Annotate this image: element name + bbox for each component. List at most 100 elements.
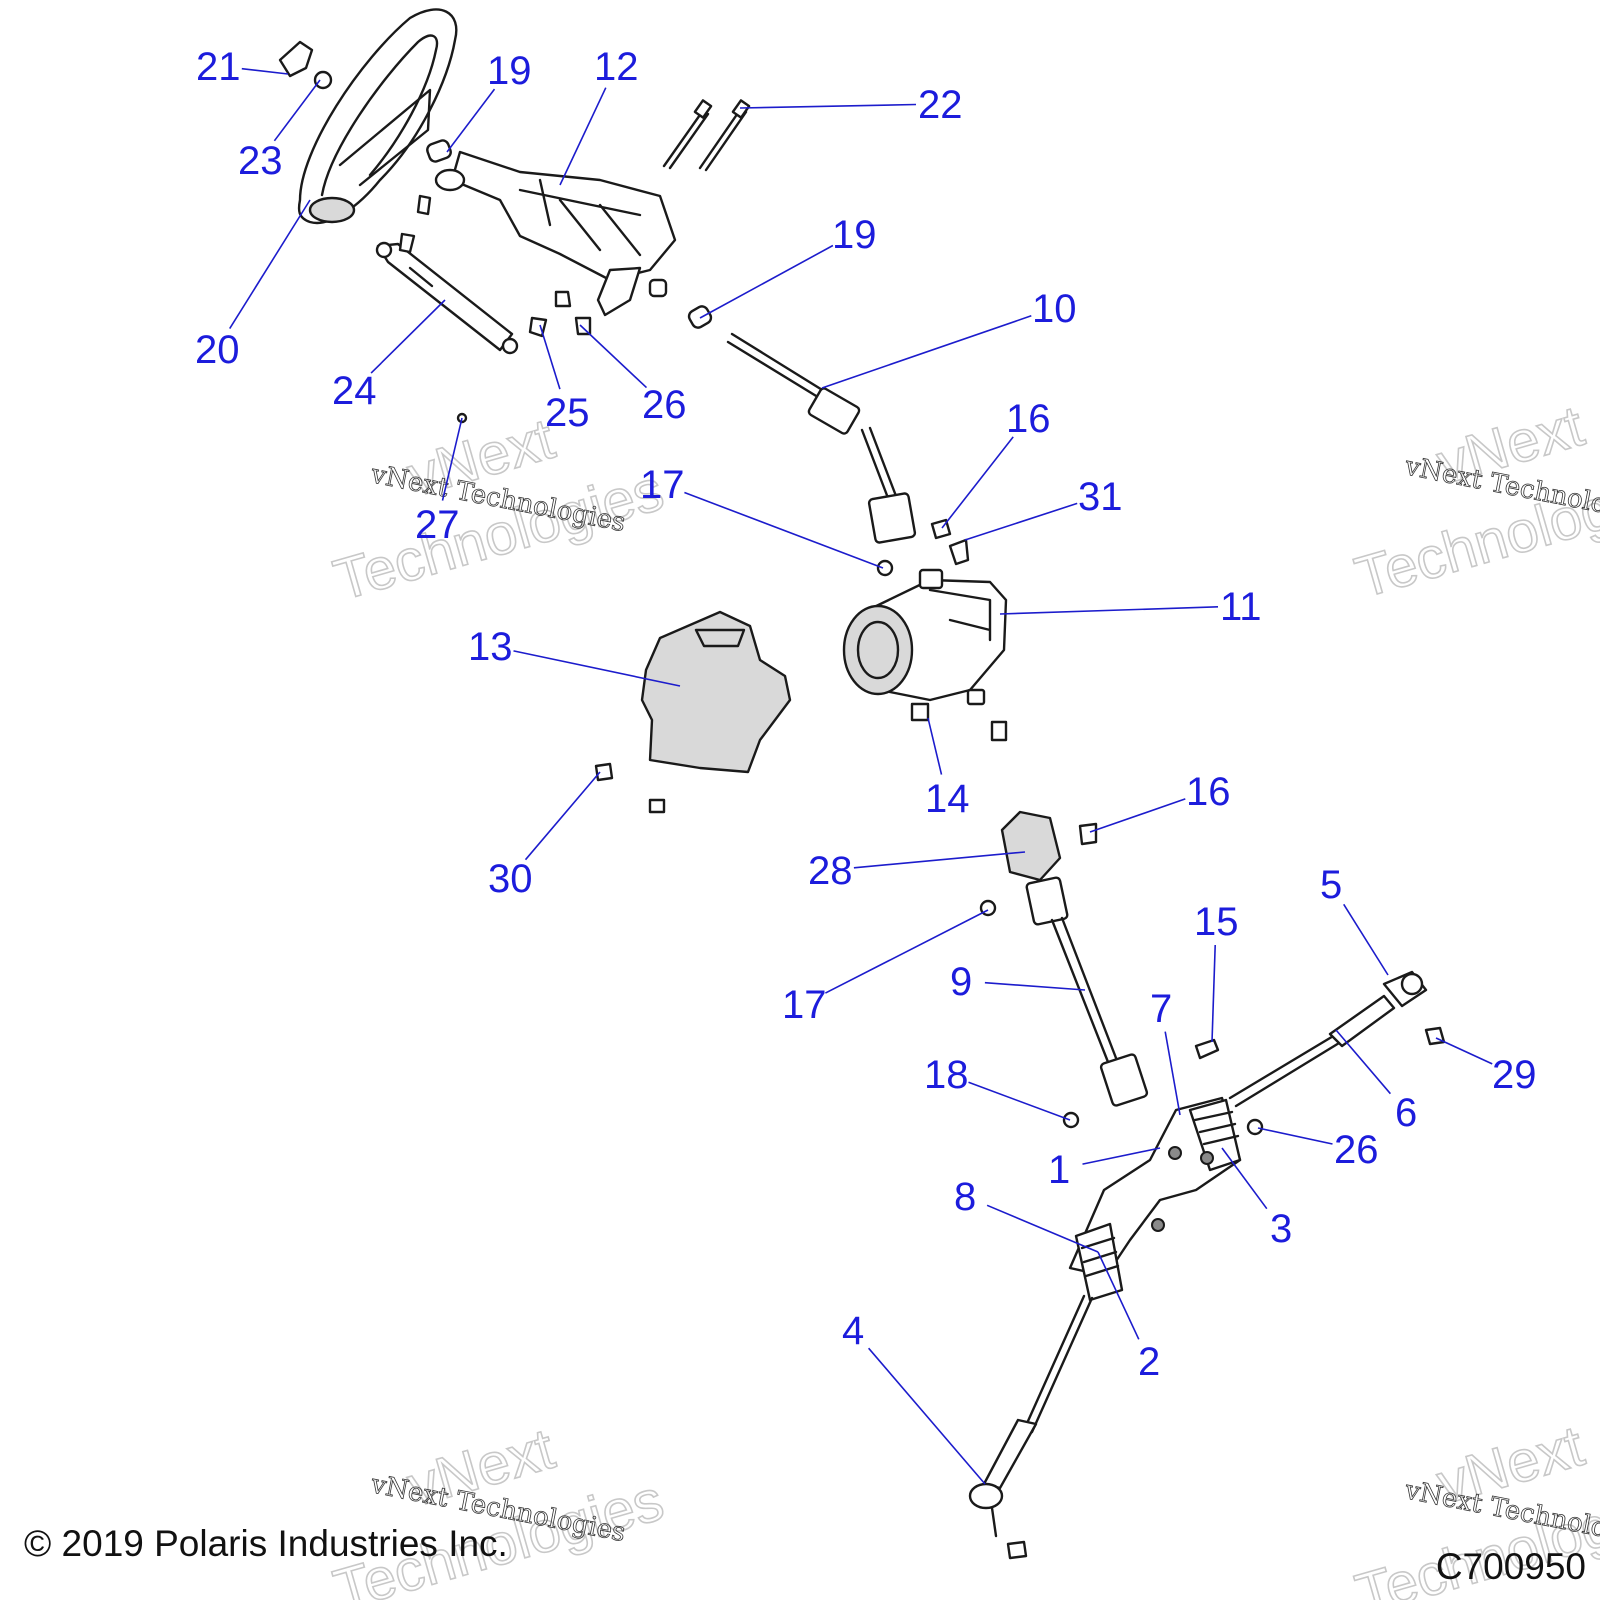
leader-line-8 bbox=[986, 1204, 1099, 1253]
bushing-upper bbox=[426, 139, 452, 163]
callout-16: 16 bbox=[1186, 770, 1231, 814]
callout-1: 1 bbox=[1048, 1148, 1070, 1192]
callout-12: 12 bbox=[594, 45, 639, 89]
leader-line-27 bbox=[441, 417, 463, 501]
leader-line-5 bbox=[1343, 903, 1389, 976]
clip-upper bbox=[930, 518, 952, 540]
firewall-boot bbox=[1000, 810, 1062, 882]
callout-7: 7 bbox=[1150, 987, 1172, 1031]
leader-line-6 bbox=[1335, 1029, 1392, 1095]
leader-line-18 bbox=[968, 1081, 1071, 1121]
long-bolts bbox=[662, 99, 751, 172]
nut-18 bbox=[1062, 1111, 1080, 1129]
callout-17: 17 bbox=[782, 983, 827, 1027]
leader-line-7 bbox=[1164, 1031, 1181, 1116]
steering-shroud bbox=[640, 610, 792, 774]
drawing-id: C700950 bbox=[1435, 1546, 1586, 1587]
steering-nut bbox=[313, 70, 333, 90]
callout-10: 10 bbox=[1032, 287, 1077, 331]
callout-8: 8 bbox=[954, 1175, 976, 1219]
callout-29: 29 bbox=[1492, 1053, 1537, 1097]
leader-line-11 bbox=[999, 606, 1219, 615]
nut-17-upper bbox=[876, 559, 894, 577]
callout-17: 17 bbox=[640, 463, 685, 507]
callout-labels: 1234567891011121314151616171718191920212… bbox=[195, 45, 1537, 1384]
nut-tie-rod-left bbox=[1006, 1540, 1028, 1560]
watermark-group-center: vNext Technologies vNext Technologies bbox=[326, 405, 671, 614]
leader-line-17 bbox=[825, 909, 989, 994]
callout-6: 6 bbox=[1395, 1091, 1417, 1135]
callout-13: 13 bbox=[468, 625, 513, 669]
tilt-bracket bbox=[434, 150, 677, 317]
leader-line-4 bbox=[867, 1347, 986, 1485]
leader-line-17 bbox=[684, 491, 884, 569]
nut-26-lower bbox=[1246, 1118, 1264, 1136]
shroud-fastener-b bbox=[648, 798, 666, 814]
callout-14: 14 bbox=[925, 777, 970, 821]
eps-bolts bbox=[910, 702, 1008, 742]
callout-15: 15 bbox=[1194, 900, 1239, 944]
leader-line-20 bbox=[229, 199, 311, 330]
leader-line-16 bbox=[1089, 798, 1186, 833]
callout-24: 24 bbox=[332, 369, 377, 413]
callout-28: 28 bbox=[808, 849, 853, 893]
callout-4: 4 bbox=[842, 1309, 864, 1353]
callout-31: 31 bbox=[1078, 475, 1123, 519]
copyright-text: © 2019 Polaris Industries Inc. bbox=[24, 1523, 508, 1564]
leader-line-14 bbox=[927, 717, 943, 775]
bolt-15 bbox=[1194, 1038, 1220, 1060]
callout-26: 26 bbox=[1334, 1128, 1379, 1172]
steering-rack bbox=[1068, 1096, 1242, 1302]
watermark-group-bottom-left: vNext Technologies vNext Technologies bbox=[326, 1415, 671, 1600]
callout-19: 19 bbox=[487, 49, 532, 93]
leader-line-26 bbox=[1257, 1127, 1333, 1145]
power-steering-unit bbox=[842, 568, 1008, 706]
leader-lines bbox=[229, 67, 1493, 1485]
callout-19: 19 bbox=[832, 213, 877, 257]
callout-30: 30 bbox=[488, 857, 533, 901]
callout-11: 11 bbox=[1220, 585, 1262, 629]
callout-23: 23 bbox=[238, 139, 283, 183]
leader-line-3 bbox=[1221, 1147, 1268, 1210]
leader-line-16 bbox=[941, 436, 1014, 529]
callout-25: 25 bbox=[545, 391, 590, 435]
leader-line-1 bbox=[1082, 1147, 1161, 1165]
leader-line-19 bbox=[446, 88, 496, 153]
callout-3: 3 bbox=[1270, 1207, 1292, 1251]
leader-line-28 bbox=[853, 851, 1026, 869]
leader-line-22 bbox=[739, 103, 917, 109]
callout-26: 26 bbox=[642, 383, 687, 427]
upper-steering-shaft bbox=[726, 332, 917, 544]
callout-2: 2 bbox=[1138, 1340, 1160, 1384]
tie-rod-right bbox=[1228, 970, 1428, 1108]
steering-wheel bbox=[297, 8, 458, 225]
callout-27: 27 bbox=[415, 503, 460, 547]
callout-21: 21 bbox=[196, 45, 241, 89]
leader-line-2 bbox=[1097, 1251, 1140, 1340]
leader-line-9 bbox=[984, 981, 1086, 991]
leader-line-12 bbox=[559, 87, 607, 186]
leader-line-15 bbox=[1211, 944, 1216, 1043]
bushing-lower bbox=[687, 305, 713, 329]
leader-line-26 bbox=[579, 324, 648, 389]
clip-16-lower bbox=[1078, 822, 1098, 846]
callout-20: 20 bbox=[195, 328, 240, 372]
gas-strut bbox=[375, 241, 519, 355]
leader-line-19 bbox=[699, 244, 834, 319]
tie-rod-left bbox=[968, 1294, 1094, 1538]
leader-line-13 bbox=[513, 650, 681, 687]
leader-line-25 bbox=[539, 324, 561, 390]
callout-18: 18 bbox=[924, 1053, 969, 1097]
watermark-group-right: vNext Technologies vNext Technologies bbox=[1348, 393, 1600, 612]
callout-5: 5 bbox=[1320, 863, 1342, 907]
callout-16: 16 bbox=[1006, 397, 1051, 441]
shroud-fastener-a bbox=[594, 762, 614, 782]
leader-line-24 bbox=[370, 299, 446, 374]
intermediate-shaft bbox=[1025, 876, 1149, 1107]
leader-line-30 bbox=[524, 771, 601, 861]
steering-wheel-cap bbox=[278, 40, 314, 78]
leader-line-10 bbox=[821, 315, 1032, 389]
leader-line-31 bbox=[964, 502, 1078, 541]
leader-line-29 bbox=[1435, 1037, 1493, 1065]
